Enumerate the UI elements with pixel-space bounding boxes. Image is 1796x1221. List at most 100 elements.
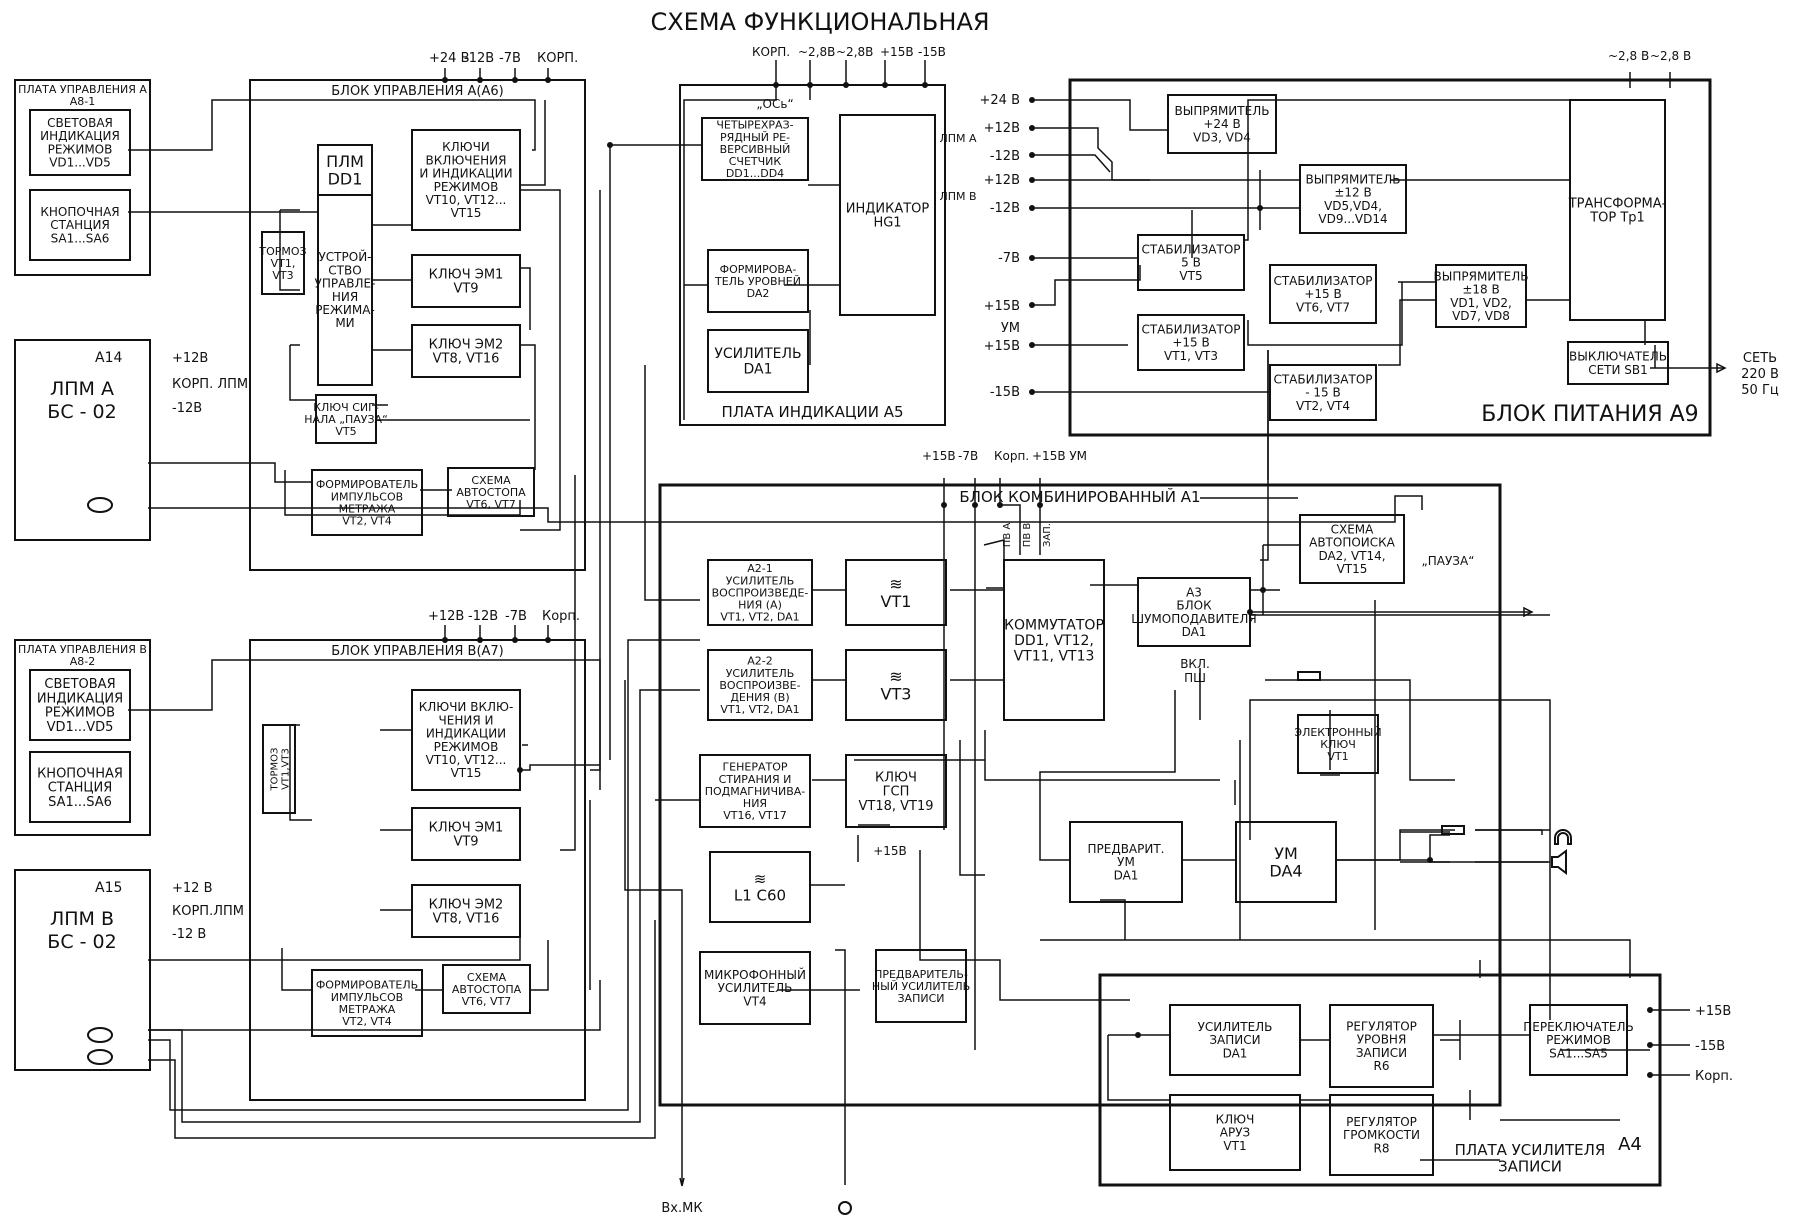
block-a6-em2-box xyxy=(411,324,521,378)
block-a1-a3-line: А3 xyxy=(1186,585,1202,599)
pin-label-a6: КОРП. xyxy=(537,51,578,66)
a14-frame xyxy=(14,339,151,541)
block-a1-a22-box xyxy=(707,649,813,721)
pin-label-a15: +12 В xyxy=(172,881,213,896)
block-a7-em1-box xyxy=(411,807,521,861)
pin-label-a9-left: +24 В xyxy=(980,93,1021,108)
block-a1-l1-box xyxy=(709,851,811,923)
block-a1-preamp-line: ПРЕДВАРИТ. xyxy=(1087,842,1164,856)
block-a7-em1-line: КЛЮЧ ЭМ1 xyxy=(429,820,504,835)
block-a1-search-line: АВТОПОИСКА xyxy=(1309,536,1396,550)
block-a14-name: ЛПМ А xyxy=(50,378,114,400)
block-a8-1-keys-line: SA1...SA6 xyxy=(51,231,110,245)
block-a9: БЛОК ПИТАНИЯ А9 xyxy=(1481,402,1698,427)
block-a4-reclvl-line: РЕГУЛЯТОР xyxy=(1346,1019,1417,1033)
block-a6-autostop-box xyxy=(447,467,535,517)
arrow-icon xyxy=(679,1177,685,1187)
block-a1-ekey-line: КЛЮЧ xyxy=(1320,738,1356,751)
block-a5-amp-box xyxy=(707,329,809,393)
mains-label: 220 В xyxy=(1741,367,1779,382)
block-a9-stab15a-line: VT6, VT7 xyxy=(1296,300,1350,314)
block-a5-counter-line: РЯДНЫЙ РЕ- xyxy=(720,131,790,144)
block-a4-rec-line: DA1 xyxy=(1223,1046,1248,1060)
block-a6-pause-line: НАЛА „ПАУЗА“ xyxy=(304,413,388,426)
block-a5-counter: ЧЕТЫРЕХРАЗ-РЯДНЫЙ РЕ-ВЕРСИВНЫЙСЧЕТЧИКDD1… xyxy=(701,117,809,181)
block-a7-label-line: БЛОК УПРАВЛЕНИЯ В(А7) xyxy=(331,644,504,659)
block-a1-vt3-line: VT3 xyxy=(881,684,912,703)
pin-label-a7: -12В xyxy=(468,609,498,624)
gsp-15v-label: +15В xyxy=(873,844,907,858)
block-a1-a3-line: ШУМОПОДАВИТЕЛЯ xyxy=(1131,612,1256,626)
pin-label-a1: -7В xyxy=(958,449,978,463)
block-a1-label-line: БЛОК КОМБИНИРОВАННЫЙ А1 xyxy=(959,487,1200,506)
block-a7-pulse-line: VT2, VT4 xyxy=(342,1015,391,1028)
block-a6-keys-line: VT15 xyxy=(451,206,482,220)
block-a4-modes-box xyxy=(1529,1004,1628,1076)
block-a1-comm-line: DD1, VT12, xyxy=(1014,633,1094,649)
block-a4-rec-line: ЗАПИСИ xyxy=(1209,1033,1260,1047)
block-a7-autostop-line: СХЕМА xyxy=(467,971,507,984)
block-a1-prerec-line: НЫЙ УСИЛИТЕЛЬ xyxy=(872,980,970,993)
pin-label-a6: +24 В xyxy=(429,51,470,66)
block-a6-ctrl-line: РЕЖИМА- xyxy=(315,303,375,317)
block-a1-gen-box xyxy=(699,754,811,828)
block-a4-rec-line: УСИЛИТЕЛЬ xyxy=(1198,1020,1273,1034)
block-a9-label-line: БЛОК ПИТАНИЯ А9 xyxy=(1481,402,1698,427)
block-a1-vt1-line: VT1 xyxy=(881,592,912,611)
block-a7: БЛОК УПРАВЛЕНИЯ В(А7) xyxy=(331,644,504,659)
a8-1-frame xyxy=(14,79,151,276)
a6-frame xyxy=(249,79,586,571)
block-a4-vol-box xyxy=(1329,1094,1434,1176)
block-a5-hg1-box xyxy=(839,114,936,316)
block-a8-1-label-line: ПЛАТА УПРАВЛЕНИЯ А xyxy=(18,83,147,96)
block-a4-aruz-line: КЛЮЧ xyxy=(1216,1113,1255,1127)
block-a6-em1-line: КЛЮЧ ЭМ1 xyxy=(429,267,504,282)
block-a9-rect12-line: VD9...VD14 xyxy=(1318,212,1387,226)
block-a1-a22-line: УСИЛИТЕЛЬ xyxy=(726,667,795,680)
block-a4-modes-line: SA1...SA5 xyxy=(1549,1046,1608,1060)
block-a9-stab15a-line: +15 В xyxy=(1304,287,1341,301)
block-a6-brake-line: VT1, xyxy=(271,257,296,270)
block-a4-vol-line: РЕГУЛЯТОР xyxy=(1346,1115,1417,1129)
block-a1-a22-line: ДЕНИЯ (В) xyxy=(730,691,789,704)
pin-label-a1: Корп. xyxy=(994,449,1029,463)
block-a7-autostop-line: VT6, VT7 xyxy=(462,995,511,1008)
block-a1-um-line: УМ xyxy=(1274,844,1298,863)
pin-label-a9-left: +12В xyxy=(984,121,1020,136)
block-a1-mic-line: УСИЛИТЕЛЬ xyxy=(718,981,793,995)
pin-label-a9: ~2,8 В xyxy=(1608,49,1649,63)
block-a7-brake-line: VT1,VT3 xyxy=(281,748,292,790)
block-a4-reclvl-line: УРОВНЯ xyxy=(1357,1033,1407,1047)
block-a9-trans-line: ТРАНСФОРМА- xyxy=(1568,196,1667,211)
block-a9-stab5-line: VT5 xyxy=(1179,269,1202,283)
block-a7-keys-line: VT10, VT12... xyxy=(426,753,507,767)
block-a6-em1-line: VT9 xyxy=(453,282,478,297)
mic-input-label: Вх.МК xyxy=(661,1201,702,1216)
pin-label-a1: +15В УМ xyxy=(1032,449,1087,463)
block-a1-gsp-line: VT18, VT19 xyxy=(858,799,933,814)
pin-label-a5: -15В xyxy=(918,45,946,59)
block-a7-keys-line: VT15 xyxy=(451,766,482,780)
block-a4-modes-line: ПЕРЕКЛЮЧАТЕЛЬ xyxy=(1523,1020,1634,1034)
nr-on-label: ПШ xyxy=(1184,671,1206,685)
block-a7-pulse-line: ИМПУЛЬСОВ xyxy=(331,991,403,1004)
nr-on-label: ВКЛ. xyxy=(1180,657,1210,671)
block-a6-em2-line: КЛЮЧ ЭМ2 xyxy=(429,337,504,352)
block-a1-vt3-box xyxy=(845,649,947,721)
block-a6-em2-line: VT8, VT16 xyxy=(433,352,500,367)
